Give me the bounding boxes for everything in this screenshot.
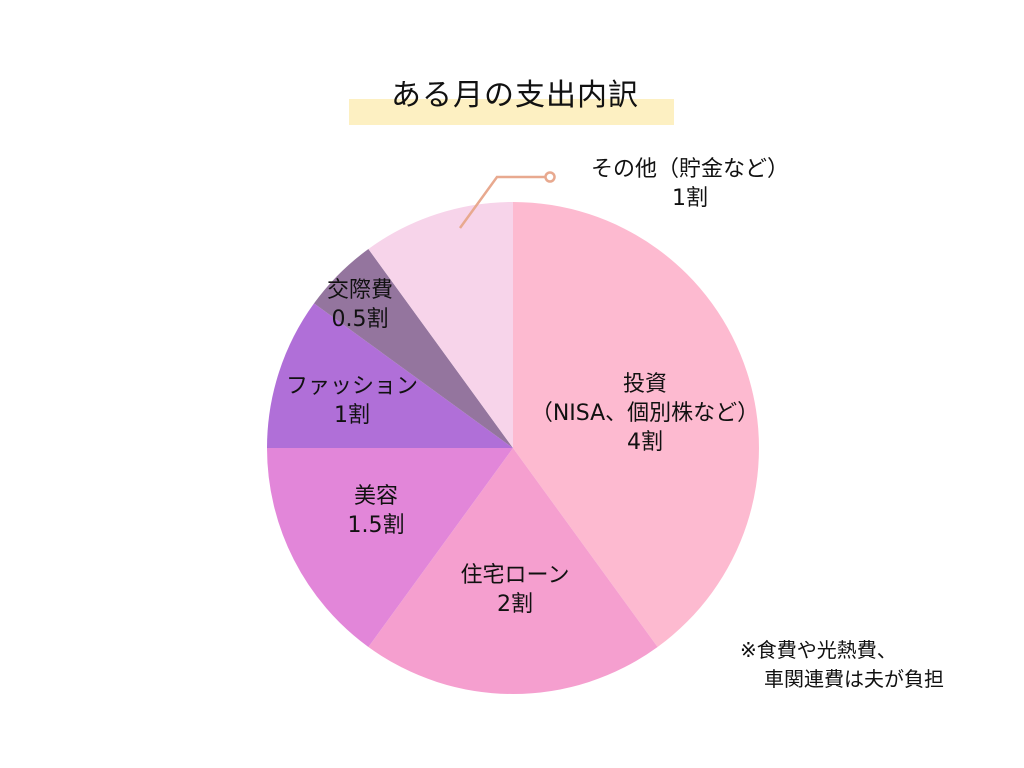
label-beauty: 美容 1.5割 bbox=[316, 482, 436, 540]
label-social-name: 交際費 bbox=[326, 278, 393, 303]
leader-line bbox=[458, 175, 546, 229]
chart-title: ある月の支出内訳 bbox=[391, 78, 639, 113]
slice-beauty bbox=[267, 448, 513, 647]
footnote-line1: ※食費や光熱費、 bbox=[740, 638, 897, 662]
footnote: ※食費や光熱費、 車関連費は夫が負担 bbox=[740, 636, 944, 694]
label-mortgage-value: 2割 bbox=[497, 592, 533, 617]
label-investment-name: 投資 bbox=[622, 372, 667, 397]
label-beauty-value: 1.5割 bbox=[347, 513, 405, 538]
slice-mortgage bbox=[368, 448, 658, 694]
label-other-name: その他（貯金など） bbox=[590, 157, 789, 182]
label-other-value: 1割 bbox=[672, 186, 708, 211]
slice-fashion bbox=[267, 303, 513, 448]
label-fashion-name: ファッション bbox=[285, 374, 418, 399]
label-other: その他（貯金など） 1割 bbox=[560, 155, 820, 213]
leader-endpoint bbox=[544, 171, 556, 183]
label-investment: 投資 （NISA、個別株など） 4割 bbox=[520, 370, 770, 457]
label-beauty-name: 美容 bbox=[353, 484, 398, 509]
title-highlight bbox=[349, 99, 674, 125]
label-mortgage: 住宅ローン 2割 bbox=[430, 561, 600, 619]
label-mortgage-name: 住宅ローン bbox=[460, 563, 570, 588]
label-social-value: 0.5割 bbox=[331, 307, 389, 332]
slice-investment bbox=[513, 202, 759, 647]
slice-other bbox=[368, 202, 513, 448]
label-investment-sub: （NISA、個別株など） bbox=[530, 401, 760, 426]
footnote-line2: 車関連費は夫が負担 bbox=[764, 667, 944, 691]
label-fashion: ファッション 1割 bbox=[262, 372, 442, 430]
label-fashion-value: 1割 bbox=[334, 403, 370, 428]
label-social: 交際費 0.5割 bbox=[305, 276, 415, 334]
slice-social bbox=[314, 249, 513, 448]
label-investment-value: 4割 bbox=[627, 430, 663, 455]
